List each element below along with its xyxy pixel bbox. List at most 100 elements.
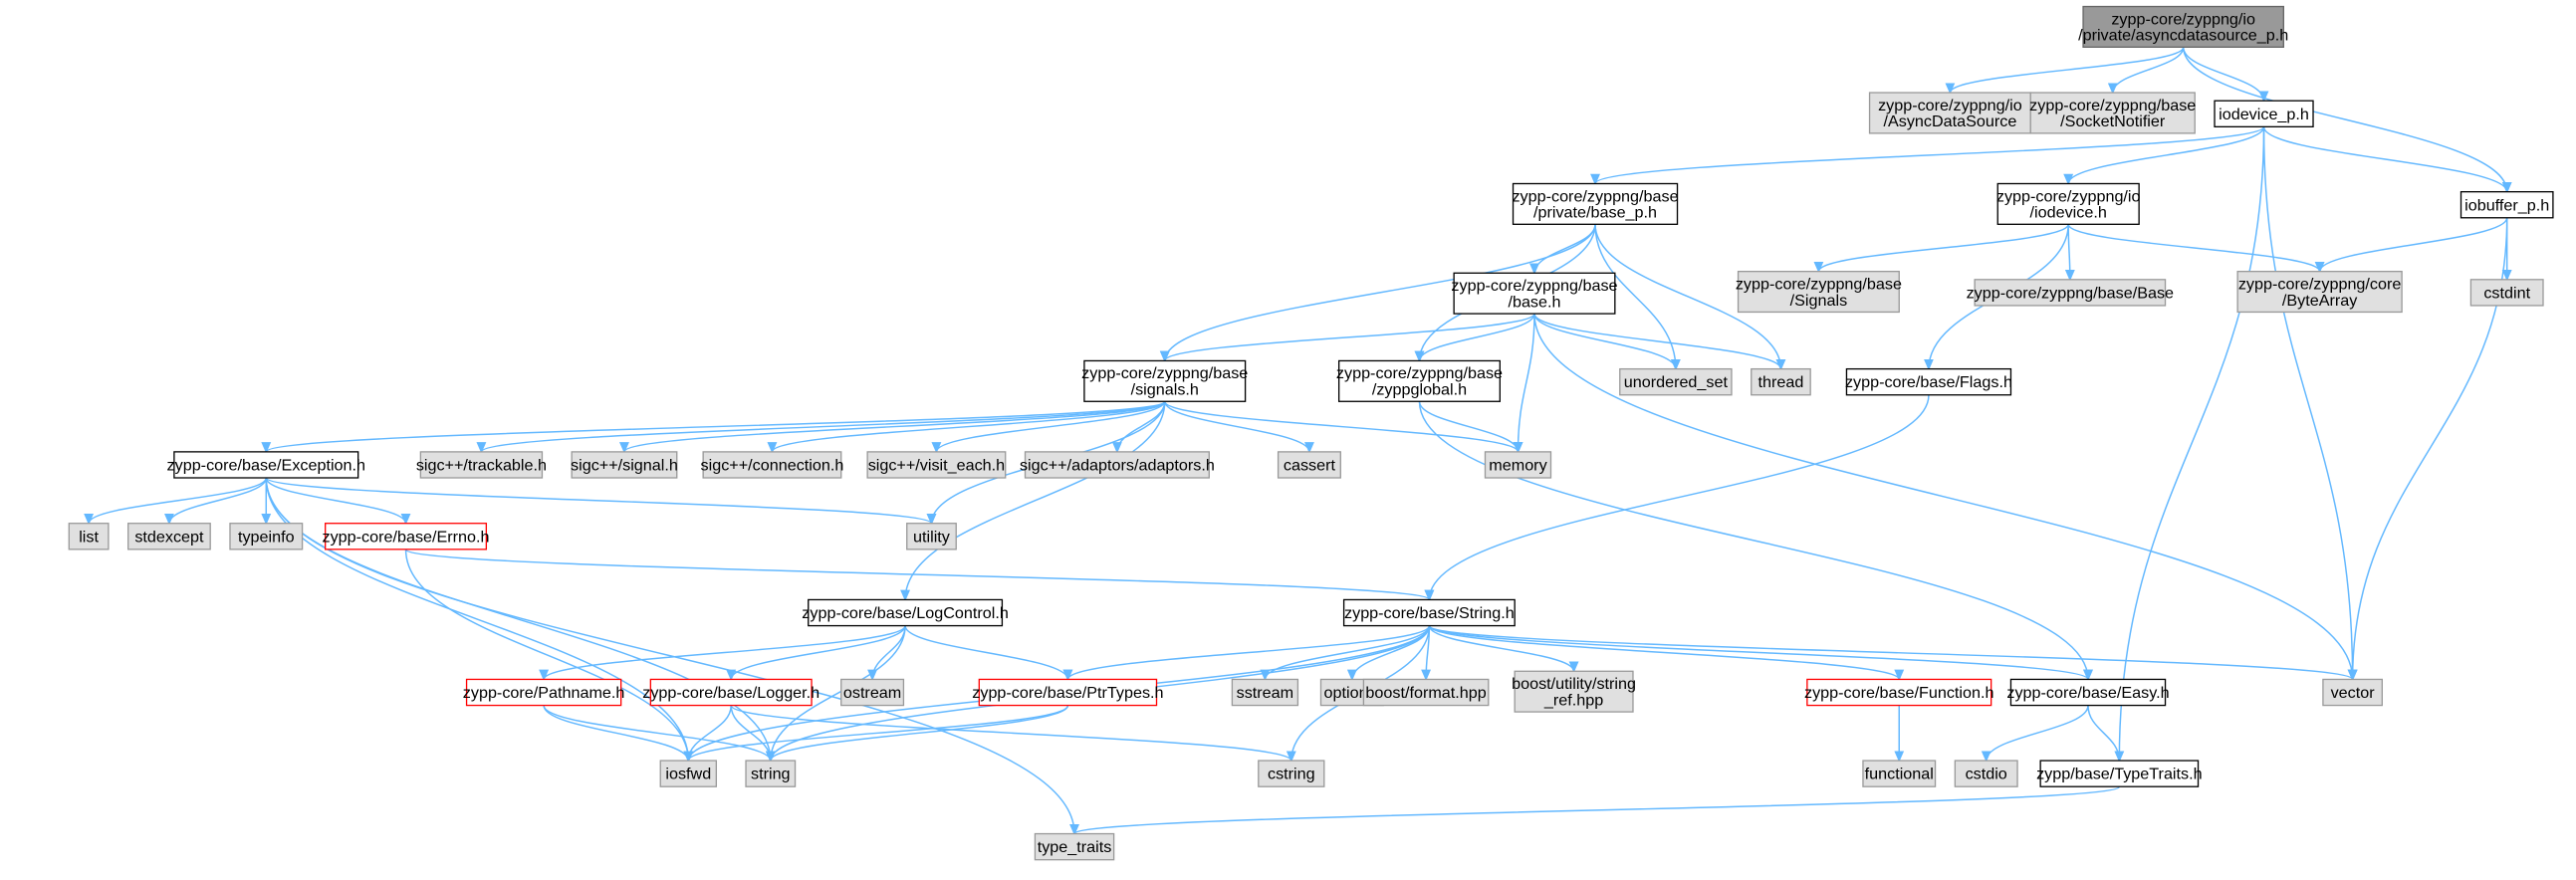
node-list: list xyxy=(68,523,110,550)
edge-signals_h-to-connection xyxy=(767,400,1166,454)
edge-exception-to-string xyxy=(265,477,776,763)
node-box-signals_h xyxy=(1083,359,1247,402)
node-box-exception xyxy=(173,451,359,479)
edge-logger-to-cstring xyxy=(730,704,1296,763)
node-root[interactable]: zypp-core/zyppng/io/private/asyncdatasou… xyxy=(2078,5,2288,48)
node-zyppglobal[interactable]: zypp-core/zyppng/base/zyppglobal.h xyxy=(1336,359,1503,402)
node-box-root xyxy=(2082,5,2284,48)
edge-exception-to-utility xyxy=(265,477,937,526)
edge-iobuffer_p-to-bytearray xyxy=(2314,217,2508,274)
node-box-typeinfo xyxy=(229,523,304,550)
node-easy[interactable]: zypp-core/base/Easy.h xyxy=(2006,678,2170,707)
node-label-bytearray-line-1: /ByteArray xyxy=(2282,292,2357,310)
node-string_h[interactable]: zypp-core/base/String.h xyxy=(1342,598,1516,627)
node-label-root-line-1: /private/asyncdatasource_p.h xyxy=(2078,27,2288,45)
node-label-signals_h-line-0: zypp-core/zyppng/base xyxy=(1081,364,1248,382)
node-label-iodevice-line-0: zypp-core/zyppng/io xyxy=(1996,187,2141,205)
node-label-base_cap-line-0: zypp-core/zyppng/base/Base xyxy=(1967,285,2174,303)
node-label-vector-line-0: vector xyxy=(2331,684,2376,702)
node-label-pathname-line-0: zypp-core/Pathname.h xyxy=(463,684,625,702)
node-box-logcontrol xyxy=(808,598,1004,627)
edge-logcontrol-to-pathname xyxy=(539,625,906,682)
edge-root-to-iobuffer_p xyxy=(2182,47,2512,194)
node-ptrtypes[interactable]: zypp-core/base/PtrTypes.h xyxy=(972,678,1164,707)
node-box-sstream xyxy=(1231,678,1299,707)
node-box-iodevice_p xyxy=(2214,100,2314,127)
node-logger[interactable]: zypp-core/base/Logger.h xyxy=(642,678,820,707)
node-box-easy xyxy=(2009,678,2167,707)
node-label-base_p-line-1: /private/base_p.h xyxy=(1533,204,1657,222)
node-box-base_p xyxy=(1512,182,1679,225)
node-base_h[interactable]: zypp-core/zyppng/base/base.h xyxy=(1451,272,1618,315)
node-label-base_h-line-0: zypp-core/zyppng/base xyxy=(1451,277,1617,295)
edge-string_h-to-function xyxy=(1428,624,1905,682)
node-box-pathname xyxy=(465,678,622,707)
node-box-memory xyxy=(1484,451,1552,479)
node-socketnotifier: zypp-core/zyppng/base/SocketNotifier xyxy=(2029,92,2196,134)
node-pathname[interactable]: zypp-core/Pathname.h xyxy=(463,678,625,707)
edge-string_h-to-vector xyxy=(1428,624,2358,682)
edge-iodevice-to-signals_cap xyxy=(1813,223,2069,274)
node-label-cassert-line-0: cassert xyxy=(1284,457,1336,475)
edge-base_p-to-thread xyxy=(1594,224,1786,371)
node-label-base_h-line-1: /base.h xyxy=(1508,293,1560,311)
node-label-adaptors-line-0: sigc++/adaptors/adaptors.h xyxy=(1020,457,1215,475)
node-label-errno-line-0: zypp-core/base/Errno.h xyxy=(323,528,490,546)
node-box-cstring xyxy=(1258,760,1325,787)
edge-exception-to-stdexcept xyxy=(164,477,268,526)
node-box-function xyxy=(1806,678,1992,707)
node-label-connection-line-0: sigc++/connection.h xyxy=(701,457,844,475)
node-exception[interactable]: zypp-core/base/Exception.h xyxy=(167,451,365,479)
node-logcontrol[interactable]: zypp-core/base/LogControl.h xyxy=(802,598,1009,627)
edge-easy-to-typetraits_h xyxy=(2087,705,2125,763)
node-ostream: ostream xyxy=(840,678,905,707)
edge-base_p-to-unordered_set xyxy=(1594,224,1681,371)
node-typeinfo: typeinfo xyxy=(229,523,304,550)
node-label-string_h-line-0: zypp-core/base/String.h xyxy=(1344,604,1515,622)
node-iodevice[interactable]: zypp-core/zyppng/io/iodevice.h xyxy=(1996,182,2141,225)
node-typetraits_h[interactable]: zypp/base/TypeTraits.h xyxy=(2036,760,2203,787)
node-label-signals_h-line-1: /signals.h xyxy=(1131,381,1199,399)
edge-base_p-to-base_h xyxy=(1529,224,1596,275)
edge-exception-to-type_traits xyxy=(265,477,1079,836)
node-box-typetraits_h xyxy=(2039,760,2200,787)
node-flags[interactable]: zypp-core/base/Flags.h xyxy=(1845,367,2012,396)
edge-base_h-to-memory xyxy=(1513,314,1535,454)
node-function[interactable]: zypp-core/base/Function.h xyxy=(1804,678,1993,707)
node-base_p[interactable]: zypp-core/zyppng/base/private/base_p.h xyxy=(1512,182,1679,225)
node-box-cstdio xyxy=(1954,760,2018,787)
node-box-iodevice xyxy=(1996,182,2140,225)
node-label-cstdio-line-0: cstdio xyxy=(1966,766,2007,783)
node-iodevice_p[interactable]: iodevice_p.h xyxy=(2214,100,2314,127)
node-label-easy-line-0: zypp-core/base/Easy.h xyxy=(2006,684,2169,702)
edge-pathname-to-iosfwd xyxy=(543,705,694,763)
node-label-visit_each-line-0: sigc++/visit_each.h xyxy=(868,457,1005,475)
edge-signals_h-to-cassert xyxy=(1164,401,1314,454)
node-label-base_p-line-0: zypp-core/zyppng/base xyxy=(1512,187,1678,205)
node-stdexcept: stdexcept xyxy=(127,523,211,550)
node-label-string-line-0: string xyxy=(751,766,791,783)
edge-flags-to-string_h xyxy=(1424,394,1930,602)
node-sstream: sstream xyxy=(1231,678,1299,707)
edge-signals_h-to-trackable xyxy=(476,400,1166,454)
node-label-logger-line-0: zypp-core/base/Logger.h xyxy=(642,684,820,702)
node-box-vector xyxy=(2322,678,2383,707)
node-adaptors: sigc++/adaptors/adaptors.h xyxy=(1020,451,1215,479)
node-cstdio: cstdio xyxy=(1954,760,2018,787)
node-label-iosfwd-line-0: iosfwd xyxy=(665,766,711,783)
edge-logger-to-string xyxy=(730,705,776,763)
node-errno[interactable]: zypp-core/base/Errno.h xyxy=(323,523,490,550)
edge-base_h-to-signals_h xyxy=(1159,313,1535,363)
node-box-visit_each xyxy=(866,451,1007,479)
node-box-utility xyxy=(906,523,957,550)
node-signals_h[interactable]: zypp-core/zyppng/base/signals.h xyxy=(1081,359,1248,402)
node-iobuffer_p[interactable]: iobuffer_p.h xyxy=(2459,191,2554,219)
node-box-stdexcept xyxy=(127,523,211,550)
node-label-iodevice_p-line-0: iodevice_p.h xyxy=(2219,106,2309,123)
node-signals_cap: zypp-core/zyppng/base/Signals xyxy=(1736,271,1902,314)
node-utility: utility xyxy=(906,523,957,550)
node-label-zyppglobal-line-0: zypp-core/zyppng/base xyxy=(1336,364,1503,382)
node-label-type_traits-line-0: type_traits xyxy=(1038,838,1112,856)
